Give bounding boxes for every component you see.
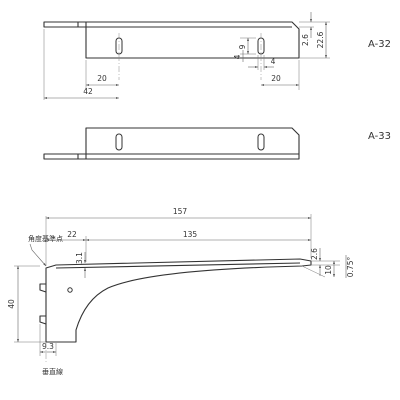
dim-text-3-1: 3.1: [75, 252, 84, 264]
a32-plate-outline: [85, 21, 300, 59]
dim-text-10: 10: [324, 265, 333, 275]
label-angle-reference-point: 角度基準点: [28, 234, 63, 243]
bracket-a32-view: 20 42 20 4 9 4 2.6 22.6 A-32: [43, 12, 391, 100]
leader-angle-reference: [29, 243, 47, 267]
bracket-a33-view: A-33: [43, 127, 391, 160]
dim-text-4-horizontal: 4: [271, 57, 276, 66]
a33-flange-outline: [43, 153, 86, 160]
side-lower-hook: [39, 315, 47, 325]
bracket-side-view: 157 22 135 角度基準点 3.1 2.6 10 0.75° 40 9.3: [7, 207, 355, 376]
dim-text-42: 42: [83, 87, 93, 96]
a33-slot-left: [115, 133, 123, 151]
dim-text-4-vertical: 4: [233, 54, 242, 59]
part-label-a33: A-33: [368, 131, 391, 142]
dim-text-9-3: 9.3: [42, 342, 54, 351]
label-vertical-line: 垂直線: [42, 367, 63, 376]
dim-text-20-left: 20: [97, 74, 107, 83]
dim-text-2-6: 2.6: [301, 34, 310, 46]
side-ext-line: [301, 265, 326, 278]
a33-slot-right: [257, 133, 265, 151]
dim-text-135: 135: [183, 230, 198, 239]
dim-text-0-75: 0.75°: [346, 257, 355, 278]
side-upper-hook: [39, 283, 47, 293]
dim-text-22-6: 22.6: [316, 31, 325, 48]
dim-text-9: 9: [238, 44, 247, 49]
a32-flange-outline: [43, 21, 86, 28]
part-label-a32: A-32: [368, 39, 391, 50]
side-top-edge: [55, 262, 301, 269]
dim-text-20-right: 20: [271, 74, 281, 83]
side-hole: [67, 287, 73, 293]
dim-text-40: 40: [7, 299, 16, 309]
side-bracket-outline: [45, 258, 312, 343]
dim-text-157: 157: [173, 207, 188, 216]
dim-text-22: 22: [67, 230, 77, 239]
dim-text-side-2-6: 2.6: [310, 248, 319, 260]
